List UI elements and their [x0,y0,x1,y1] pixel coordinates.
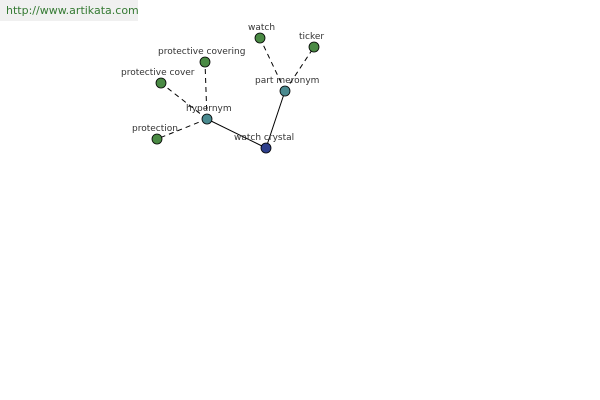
edge-root-part-meronym [265,90,286,149]
node-ticker[interactable] [308,41,320,53]
node-protective-cover[interactable] [155,77,167,89]
node-protective-covering[interactable] [199,56,211,68]
node-protection[interactable] [151,133,163,145]
edge-part-meronym-watch [259,37,286,92]
label-hypernym: hypernym [186,104,232,114]
label-protection: protection [132,124,178,134]
node-part-meronym[interactable] [279,85,291,97]
node-watch-crystal[interactable] [260,142,272,154]
edge-hypernym-protective-covering [204,61,208,120]
label-watch-crystal: watch crystal [234,133,294,143]
node-hypernym[interactable] [201,113,213,125]
edge-root-hypernym [206,118,267,149]
url-banner: http://www.artikata.com [0,0,139,21]
edge-hypernym-protective-cover [160,82,208,120]
node-watch[interactable] [254,32,266,44]
label-protective-covering: protective covering [158,47,245,57]
label-part-meronym: part meronym [255,76,319,86]
label-protective-cover: protective cover [121,68,195,78]
label-watch: watch [248,23,275,33]
source-url[interactable]: http://www.artikata.com [6,4,139,17]
label-ticker: ticker [299,32,324,42]
